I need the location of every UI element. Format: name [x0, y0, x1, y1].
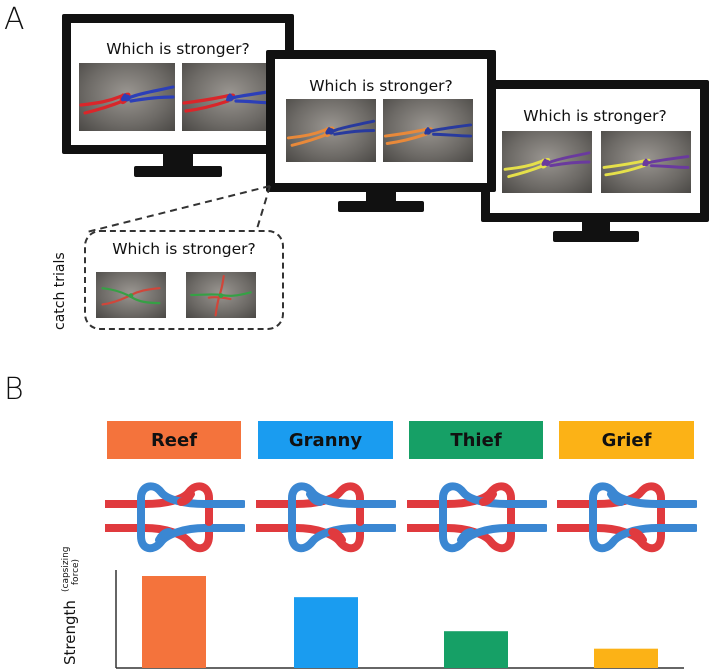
red-rope-loop	[141, 482, 213, 553]
catch-question-text: Which is stronger?	[112, 240, 256, 258]
bar-grief	[594, 648, 658, 668]
monitor-screen: Which is stronger?	[62, 14, 294, 154]
red-rope-over	[328, 528, 346, 544]
knot-core	[642, 159, 650, 167]
blue-rope-over	[607, 490, 625, 506]
monitor-3: Which is stronger?	[481, 80, 709, 245]
panel-b-letter: B	[4, 372, 24, 407]
rope-strand	[333, 129, 376, 136]
rope-strand	[120, 85, 175, 102]
blue-rope-loop	[288, 482, 360, 553]
rope-strand	[325, 119, 376, 135]
rope-strand	[383, 127, 433, 138]
rope-strand	[129, 95, 175, 103]
knot-label-reef: Reef	[107, 421, 241, 459]
knot-core	[327, 128, 335, 135]
y-axis-label-main: Strength	[61, 600, 79, 665]
bar-reef	[142, 576, 206, 668]
red-rope-over	[177, 490, 195, 506]
blue-rope-loop	[589, 482, 661, 553]
y-axis-label: Strength (capsizing force)	[60, 546, 81, 665]
knot-core	[128, 293, 134, 299]
rope-strand	[101, 287, 161, 305]
knot-core	[543, 159, 551, 167]
bar-thief	[444, 631, 508, 668]
knot-core	[218, 293, 224, 299]
knot-photo-left	[286, 99, 376, 162]
y-axis-label-sub: (capsizing force)	[60, 546, 81, 593]
monitor-1: Which is stronger?	[62, 14, 294, 179]
monitor-screen: Which is stronger?	[481, 80, 709, 222]
knot-photo-right	[182, 63, 278, 131]
blue-rope-over	[306, 490, 324, 506]
rope-strand	[432, 132, 473, 138]
knot-photo-left	[79, 63, 175, 131]
catch-photo-left	[96, 272, 166, 318]
red-rope-loop	[593, 482, 665, 553]
knot-core	[226, 94, 234, 102]
rope-strand	[385, 132, 428, 145]
monitor-2: Which is stronger?	[266, 50, 496, 215]
knot-diagram-reef	[105, 482, 245, 553]
monitor-screen: Which is stronger?	[266, 50, 496, 192]
rope-strand	[650, 164, 690, 169]
monitor-neck	[163, 154, 193, 168]
red-rope-over	[629, 528, 647, 544]
blue-rope-over	[155, 528, 173, 544]
question-text: Which is stronger?	[523, 107, 667, 125]
rope-strand	[290, 132, 329, 147]
catch-trial-box: Which is stronger?	[84, 230, 284, 330]
knot-label-grief: Grief	[559, 421, 694, 459]
knot-diagram-grief	[557, 482, 697, 553]
question-text: Which is stronger?	[106, 40, 250, 58]
blue-rope-loop	[439, 482, 511, 553]
monitor-base	[134, 166, 222, 177]
monitor-base	[553, 231, 639, 242]
knot-label-thief: Thief	[409, 421, 543, 459]
knot-photo-right	[601, 131, 691, 193]
rope-strand	[184, 99, 230, 113]
catch-trials-label: catch trials	[52, 252, 68, 330]
blue-rope-loop	[137, 482, 209, 553]
strength-bar-chart	[115, 570, 684, 669]
rope-strand	[507, 164, 545, 179]
red-rope-over	[479, 490, 497, 506]
red-rope-loop	[443, 482, 515, 553]
knot-label-granny: Granny	[258, 421, 393, 459]
monitor-base	[338, 201, 424, 212]
knot-photo-right	[383, 99, 473, 162]
panel-a-letter: A	[4, 2, 25, 37]
rope-strand	[182, 93, 236, 105]
question-text: Which is stronger?	[309, 77, 453, 95]
rope-strand	[541, 151, 591, 166]
bar-granny	[294, 597, 358, 668]
knot-diagram-thief	[407, 482, 547, 553]
rope-strand	[549, 160, 591, 168]
red-rope-loop	[292, 482, 364, 553]
knot-core	[424, 128, 432, 135]
catch-photo-right	[186, 272, 256, 318]
knot-photo-left	[502, 131, 592, 193]
knot-core	[123, 94, 131, 102]
rope-strand	[83, 99, 125, 115]
rope-strand	[604, 164, 646, 177]
knot-diagram-granny	[256, 482, 396, 553]
rope-strand	[602, 158, 651, 169]
blue-rope-over	[457, 528, 475, 544]
